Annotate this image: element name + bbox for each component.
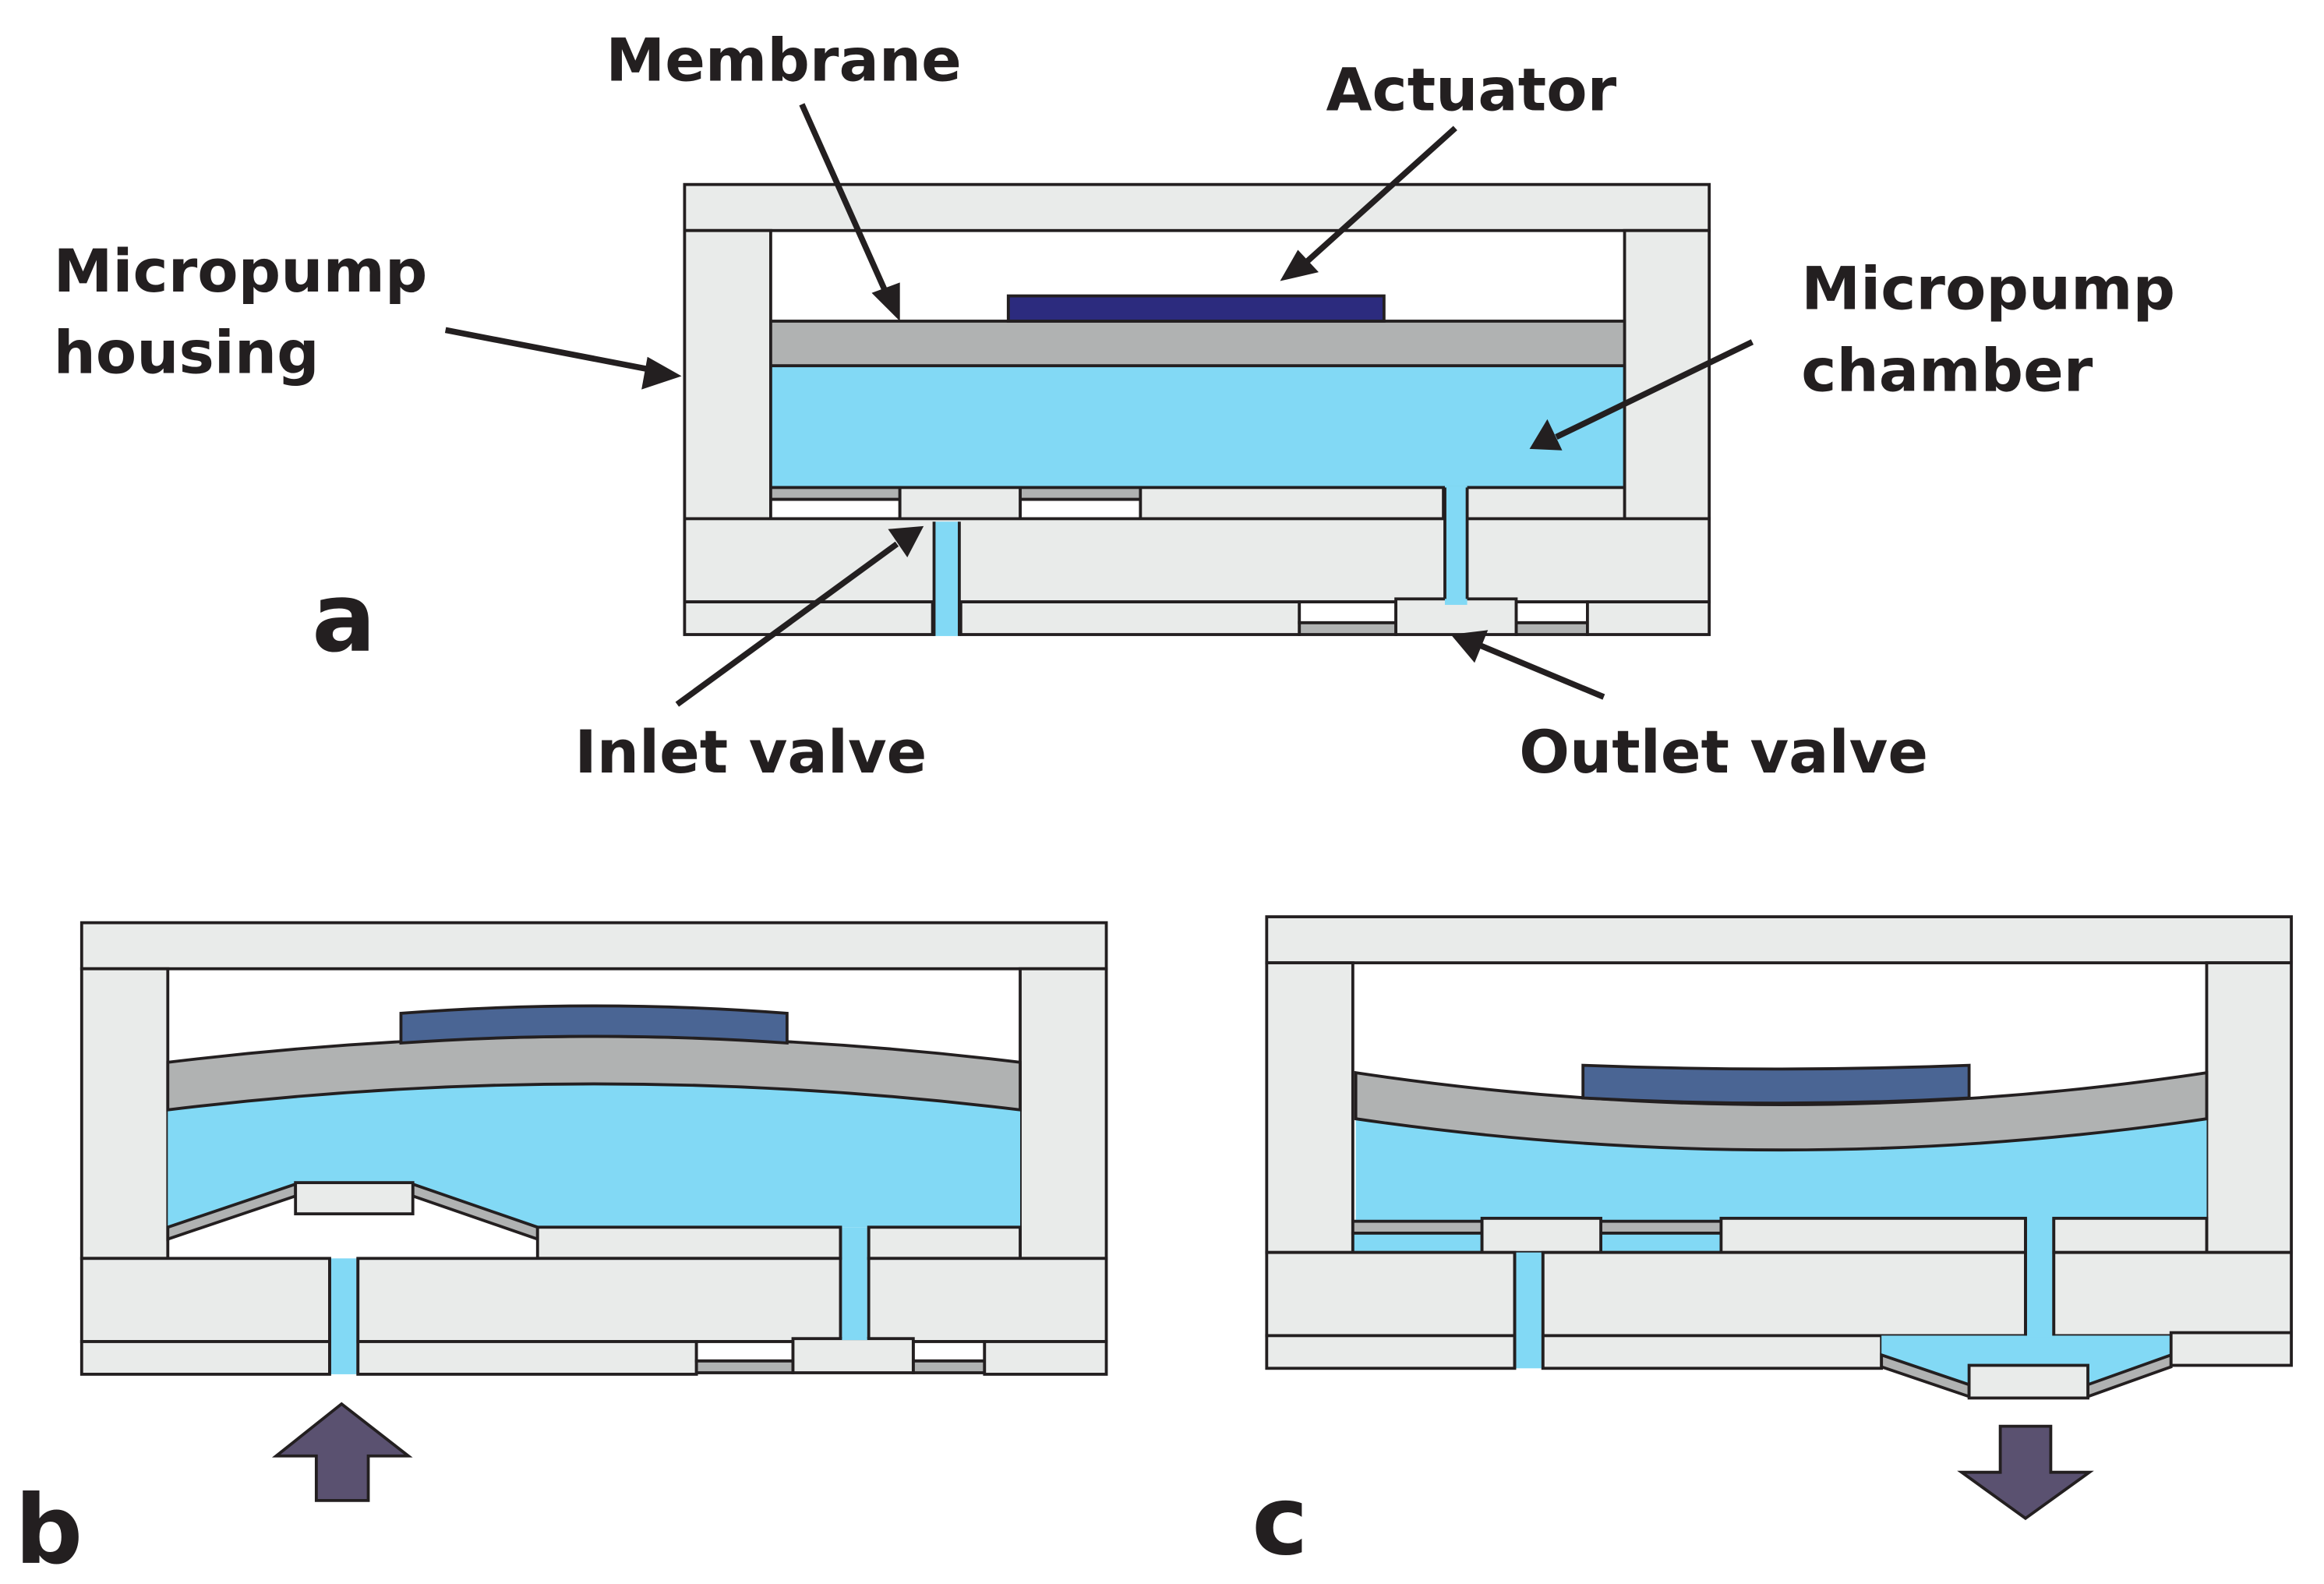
outlet-flap-left bbox=[1298, 621, 1398, 636]
inlet-valve-label: Inlet valve bbox=[574, 717, 927, 787]
inlet-valve-flap-right bbox=[1019, 486, 1143, 501]
outlet-valve-plug-b bbox=[791, 1337, 915, 1374]
housing-left-wall-b bbox=[79, 967, 170, 1260]
inlet-gap-right bbox=[1019, 497, 1143, 521]
base-mid-c bbox=[1541, 1250, 2027, 1338]
actuator-arrow bbox=[1305, 126, 1457, 264]
base-left-b bbox=[79, 1257, 331, 1343]
inlet-gap-left bbox=[769, 497, 902, 521]
housing-top-b bbox=[79, 921, 1108, 971]
mid-layer-c bbox=[1719, 1216, 2027, 1254]
chamber-fluid bbox=[769, 364, 1626, 490]
chamber-fluid-c bbox=[1355, 1119, 2207, 1222]
base-layer bbox=[683, 517, 1711, 604]
housing-arrow bbox=[444, 327, 655, 373]
panel-b-letter: b bbox=[15, 1475, 83, 1584]
bottom-mid-c bbox=[1541, 1334, 1884, 1370]
bottom-right-b bbox=[983, 1340, 1108, 1376]
housing-label-line1: Micropump bbox=[54, 236, 428, 306]
outlet-valve-label: Outlet valve bbox=[1519, 717, 1928, 787]
mid-layer-right-c bbox=[2052, 1216, 2209, 1254]
inlet-valve-plug-b bbox=[294, 1181, 415, 1216]
membrane-arrow bbox=[799, 103, 891, 299]
inlet-valve-plug bbox=[898, 486, 1022, 524]
panel-b-diagram bbox=[79, 921, 1108, 1376]
outlet-channel-c bbox=[2026, 1218, 2053, 1338]
panel-c-letter: c bbox=[1252, 1466, 1308, 1576]
bottom-mid-b bbox=[356, 1340, 698, 1376]
chamber-arrowhead bbox=[1529, 419, 1563, 451]
outlet-channel-b bbox=[842, 1227, 867, 1341]
bottom-layer-right bbox=[1586, 600, 1711, 636]
outlet-fluid-c bbox=[1881, 1335, 2171, 1385]
membrane-label: Membrane bbox=[606, 25, 961, 94]
inlet-channel-b bbox=[330, 1258, 357, 1374]
base-right-c bbox=[2052, 1250, 2293, 1338]
inlet-arrow bbox=[675, 541, 899, 707]
panel-c-channels bbox=[1516, 1218, 2053, 1369]
chamber-label-line2: chamber bbox=[1801, 336, 2093, 405]
inlet-valve-plug-c bbox=[1480, 1216, 1602, 1254]
outlet-arrow bbox=[1478, 642, 1605, 700]
bottom-left-c bbox=[1265, 1334, 1517, 1370]
inlet-channel-c bbox=[1516, 1252, 1542, 1369]
bottom-right-c bbox=[2169, 1331, 2293, 1367]
mid-layer-segment bbox=[1139, 486, 1445, 521]
outlet-valve-plug-c bbox=[1967, 1363, 2089, 1400]
housing-left-wall bbox=[683, 228, 772, 521]
panel-a-channels bbox=[934, 486, 1468, 636]
actuator-arrowhead bbox=[1280, 249, 1319, 281]
inlet-channel bbox=[934, 522, 959, 636]
outflow-arrow-down bbox=[1957, 1424, 2094, 1521]
actuator bbox=[1006, 294, 1386, 323]
outlet-valve-plug bbox=[1394, 597, 1518, 636]
outlet-flap-left-b bbox=[694, 1359, 795, 1374]
base-left-c bbox=[1265, 1250, 1517, 1338]
base-right-b bbox=[356, 1257, 1108, 1343]
inlet-gap-right-c bbox=[1599, 1232, 1723, 1254]
outlet-gap-left-b bbox=[694, 1340, 795, 1363]
panel-a-letter: a bbox=[312, 563, 376, 674]
housing-top-c bbox=[1265, 915, 2293, 965]
membrane bbox=[769, 320, 1626, 368]
housing-left-wall-c bbox=[1265, 961, 1354, 1254]
outlet-arrowhead bbox=[1450, 630, 1489, 663]
housing-arrowhead bbox=[641, 356, 682, 390]
panel-a-diagram bbox=[683, 182, 1711, 636]
panel-b-channels bbox=[330, 1227, 867, 1374]
inlet-flap-right-c bbox=[1599, 1219, 1723, 1235]
bottom-layer-mid bbox=[959, 600, 1302, 636]
inlet-flap-left-c bbox=[1351, 1219, 1484, 1235]
actuator-c bbox=[1581, 1063, 1971, 1105]
actuator-label: Actuator bbox=[1326, 55, 1617, 124]
panel-c-diagram bbox=[1265, 915, 2293, 1400]
annotation-arrows bbox=[444, 103, 1754, 707]
housing-right-wall bbox=[1623, 228, 1711, 521]
outlet-flap-right bbox=[1514, 621, 1589, 636]
housing-label-line2: housing bbox=[54, 318, 320, 387]
chamber-label-line1: Micropump bbox=[1801, 254, 2175, 324]
chamber-arrow bbox=[1555, 339, 1754, 440]
mid-layer-right-b bbox=[867, 1225, 1022, 1260]
housing-right-wall-b bbox=[1019, 967, 1108, 1260]
inlet-valve-flap-left bbox=[769, 486, 902, 501]
membrane-arrowhead bbox=[871, 282, 900, 321]
outlet-channel bbox=[1444, 486, 1468, 605]
chamber-fluid-b bbox=[168, 1084, 1021, 1259]
mid-layer-b bbox=[535, 1225, 842, 1260]
outlet-gap-left bbox=[1298, 600, 1398, 624]
actuator-b bbox=[399, 1004, 789, 1045]
bottom-left-b bbox=[79, 1340, 331, 1376]
outlet-gap-right-b bbox=[911, 1340, 987, 1363]
outlet-gap-right bbox=[1514, 600, 1589, 624]
inlet-gap-left-c bbox=[1351, 1232, 1484, 1254]
inflow-arrow-up bbox=[271, 1402, 413, 1502]
housing-right-wall-c bbox=[2205, 961, 2293, 1254]
outlet-flap-right-b bbox=[911, 1359, 987, 1374]
mid-layer-right bbox=[1465, 486, 1626, 521]
inlet-arrowhead bbox=[888, 525, 924, 557]
